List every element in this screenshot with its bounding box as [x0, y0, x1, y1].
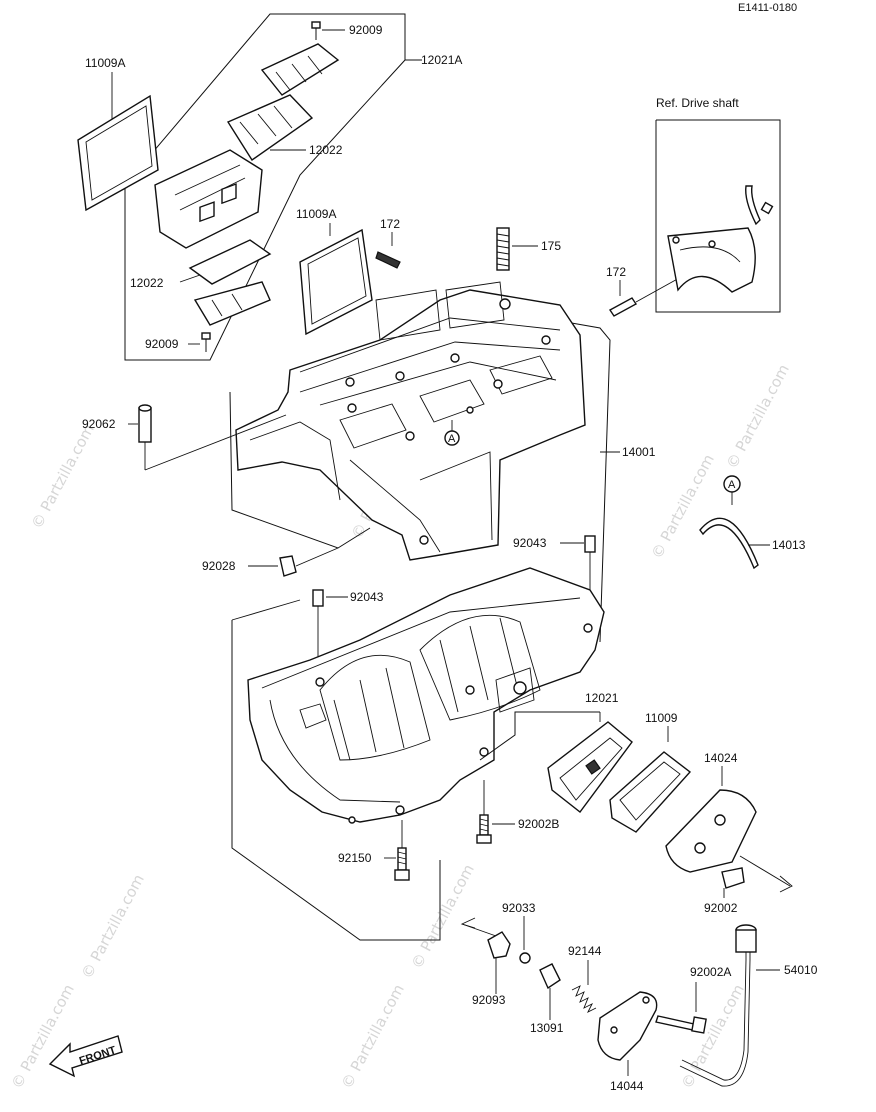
- screw-92009-bottom: [188, 332, 211, 352]
- label-92093: 92093: [472, 993, 506, 1007]
- svg-text:A: A: [728, 479, 736, 491]
- bracket-12021: [479, 711, 600, 761]
- lower-crankcase: [247, 567, 605, 824]
- label-92062: 92062: [82, 417, 116, 431]
- label-92043-left: 92043: [350, 590, 384, 604]
- reed-stopper-upper: [260, 43, 340, 96]
- reed-upper-12022: [226, 94, 314, 161]
- dowel-92043-right: [584, 535, 596, 553]
- watermark-bottom-left: © Partzilla.com: [8, 981, 78, 1092]
- pin-92062: [138, 404, 287, 471]
- dowel-172-left: [375, 251, 401, 269]
- front-arrow: FRONT: [48, 1035, 123, 1078]
- label-12022-upper: 12022: [309, 143, 343, 157]
- gasket-11009A-left: [77, 94, 159, 212]
- washer-92033: [519, 952, 531, 964]
- label-14024: 14024: [704, 751, 738, 765]
- label-54010: 54010: [784, 963, 818, 977]
- plug-92028: [279, 555, 297, 577]
- watermark-left: © Partzilla.com: [28, 421, 98, 532]
- svg-text:A: A: [448, 433, 456, 445]
- label-92009-bottom: 92009: [145, 337, 179, 351]
- label-92002A: 92002A: [690, 965, 731, 979]
- label-11009A-mid: 11009A: [296, 207, 336, 221]
- spring-92144: [571, 985, 597, 1014]
- watermark-lower-center: © Partzilla.com: [408, 861, 478, 972]
- label-175: 175: [541, 239, 561, 253]
- callout-a-crankcase: A: [444, 420, 460, 446]
- label-92002B: 92002B: [518, 817, 559, 831]
- upper-crankcase-14001: [235, 281, 586, 561]
- bolt-92002B: [476, 780, 515, 844]
- dowel-92043-left: [312, 589, 324, 607]
- bolt-92150: [384, 820, 410, 881]
- gasket-11009A-mid: [299, 228, 373, 336]
- reed-valve-block: [154, 149, 263, 249]
- watermark-bottom-right: © Partzilla.com: [678, 981, 748, 1092]
- label-92033: 92033: [502, 901, 536, 915]
- label-12021A: 12021A: [421, 53, 462, 67]
- cable-54010: [679, 924, 780, 1087]
- bolt-92002: [721, 867, 745, 898]
- label-92043-right: 92043: [513, 536, 547, 550]
- bushing-92093: [487, 931, 511, 959]
- label-172-right: 172: [606, 265, 626, 279]
- label-11009A-left: 11009A: [85, 56, 125, 70]
- screw-92009-top: [311, 21, 345, 40]
- watermark-lower-mid: © Partzilla.com: [78, 871, 148, 982]
- label-172-left: 172: [380, 217, 400, 231]
- label-92009-top: 92009: [349, 23, 383, 37]
- bolt-92002A: [655, 982, 707, 1034]
- bracket-lower-crankcase: [231, 620, 441, 941]
- reed-lower-12022: [188, 239, 272, 285]
- gasket-11009: [609, 751, 692, 833]
- cover-14044: [597, 991, 658, 1061]
- label-92150: 92150: [338, 851, 372, 865]
- label-14013: 14013: [772, 538, 806, 552]
- cover-14024: [665, 789, 757, 873]
- label-11009: 11009: [645, 711, 678, 725]
- label-12022-lower: 12022: [130, 276, 164, 290]
- label-92144: 92144: [568, 944, 602, 958]
- label-14001: 14001: [622, 445, 656, 459]
- reed-stopper-lower: [193, 281, 271, 326]
- watermark-mid-right: © Partzilla.com: [648, 451, 718, 562]
- bracket-12021A: [124, 13, 406, 361]
- label-12021: 12021: [585, 691, 619, 705]
- label-92002: 92002: [704, 901, 738, 915]
- watermark-bottom-center: © Partzilla.com: [338, 981, 408, 1092]
- drive-shaft-housing: [667, 227, 756, 293]
- label-14044: 14044: [610, 1079, 644, 1093]
- drive-shaft-pin: [745, 185, 761, 226]
- ref-note: Ref. Drive shaft: [656, 96, 739, 110]
- label-92028: 92028: [202, 559, 236, 573]
- plunger-13091: [539, 963, 561, 990]
- dowel-172-right: [608, 297, 638, 317]
- label-13091: 13091: [530, 1021, 564, 1035]
- watermark-right-top: © Partzilla.com: [723, 361, 793, 472]
- diagram-id: E1411-0180: [738, 2, 797, 14]
- ref-box: [655, 119, 781, 313]
- stud-175: [496, 227, 538, 271]
- part-14013: A: [699, 475, 770, 570]
